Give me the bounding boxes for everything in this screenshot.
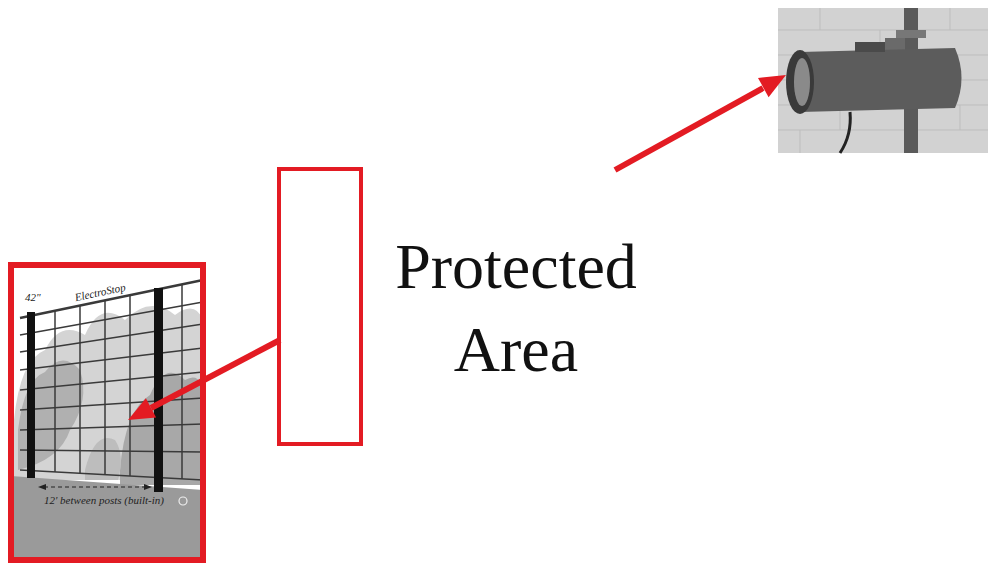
leader-arrow — [615, 75, 786, 170]
fence-illustration — [11, 265, 203, 560]
camera-photo — [778, 8, 988, 153]
fence-label: ElectroStop — [73, 281, 128, 304]
fence-frame: 42" ElectroStop 12' between posts (built-i… — [8, 262, 206, 563]
fence-label: 42" — [24, 291, 42, 303]
zone-outline — [279, 169, 361, 444]
area-label: Protected Area — [366, 225, 666, 391]
fence-label: 12' between posts (built-in) — [40, 494, 168, 506]
